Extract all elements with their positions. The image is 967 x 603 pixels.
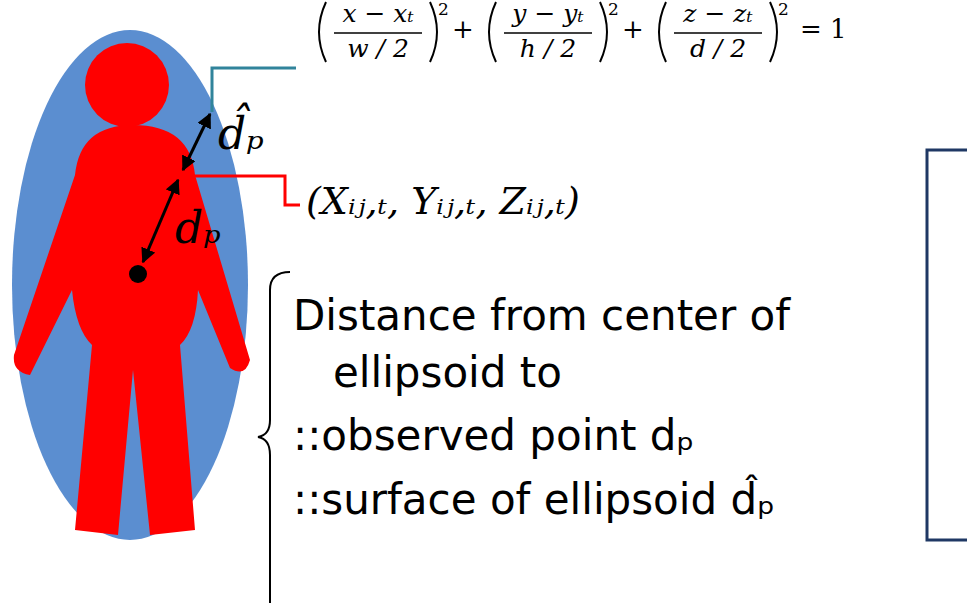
description-item: ::surface of ellipsoid d̂ₚ: [293, 476, 775, 524]
surface-arrow: [183, 114, 210, 170]
brace: [258, 272, 290, 603]
numerator: y − yₜ: [512, 0, 583, 29]
center-dot: [129, 265, 147, 283]
equation-result: = 1: [800, 15, 847, 45]
leader-line: [186, 176, 300, 205]
fraction-bar: [334, 32, 762, 34]
denominator: d / 2: [690, 35, 746, 64]
point-coordinates: (Xᵢⱼ,ₜ, Yᵢⱼ,ₜ, Zᵢⱼ,ₜ): [306, 180, 580, 224]
leader-line: [212, 68, 296, 112]
denominator: h / 2: [520, 35, 576, 64]
panel-edge: [927, 150, 967, 540]
exponent: 2: [608, 0, 619, 20]
operator: +: [452, 15, 474, 45]
distance-arrow: [143, 180, 178, 262]
operator: +: [622, 15, 644, 45]
description-item: ::observed point dₚ: [293, 412, 694, 460]
distance-symbol: dₚ: [175, 206, 221, 250]
numerator: x − xₜ: [342, 0, 413, 29]
exponent: 2: [778, 0, 789, 20]
numerator: z − zₜ: [683, 0, 752, 29]
surface-distance-symbol: d̂ₚ: [218, 112, 264, 156]
denominator: w / 2: [347, 35, 409, 64]
exponent: 2: [438, 0, 449, 20]
description-text: Distance from center of ellipsoid to: [293, 288, 853, 401]
person-figure: [14, 43, 250, 535]
